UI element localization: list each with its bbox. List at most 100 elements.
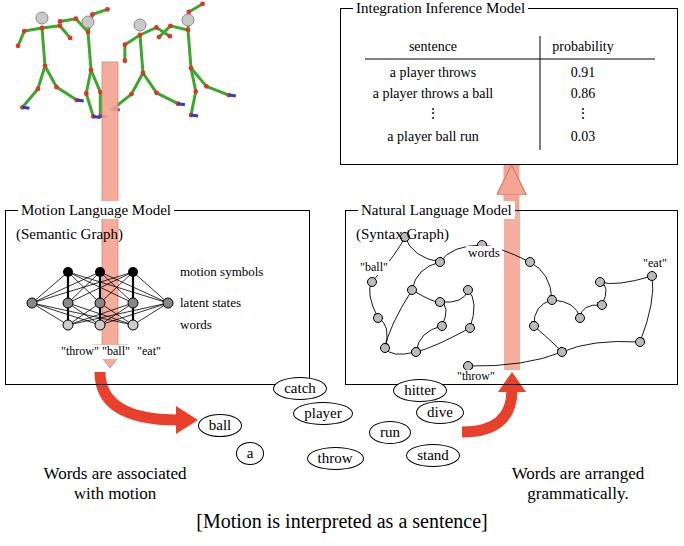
- syntax-node: [598, 301, 607, 310]
- word-text: hitter: [404, 382, 436, 399]
- graph-link: [133, 272, 168, 303]
- word-ellipse: stand: [406, 444, 460, 467]
- table-cell: sentence: [409, 39, 457, 55]
- word-ellipse: throw: [307, 447, 364, 470]
- foot: [178, 104, 185, 105]
- graph-label: "eat": [135, 345, 163, 359]
- syntax-node: [576, 314, 585, 323]
- word-text: catch: [284, 380, 316, 397]
- word-text: player: [304, 405, 341, 422]
- syntax-link: [416, 328, 470, 352]
- joint: [89, 68, 94, 73]
- syntax-node: [374, 314, 383, 323]
- syntax-node: [466, 324, 475, 333]
- limb: [91, 70, 100, 92]
- graph-label: words: [178, 318, 214, 333]
- limb: [143, 73, 157, 93]
- limb: [123, 45, 126, 61]
- joint: [154, 90, 159, 95]
- graph-link: [68, 272, 100, 303]
- syntax-link: [530, 262, 552, 300]
- foot: [191, 115, 198, 116]
- word-ellipse: player: [293, 402, 352, 425]
- joint: [57, 23, 62, 28]
- joint: [193, 89, 198, 94]
- syntax-node: [408, 286, 417, 295]
- word-text: stand: [417, 447, 449, 464]
- latent-state: [163, 298, 173, 308]
- latent-state: [95, 298, 105, 308]
- head: [134, 19, 146, 31]
- joint: [189, 66, 194, 71]
- box-heading: Natural Language Model: [358, 201, 515, 219]
- limb: [57, 87, 77, 100]
- word-ellipse: hitter: [393, 379, 447, 402]
- foot: [77, 100, 84, 101]
- latent-state: [63, 298, 73, 308]
- stick-figure: [110, 19, 185, 111]
- limb: [140, 35, 143, 73]
- graph-label: "eat": [641, 257, 669, 271]
- syntax-link: [372, 237, 405, 282]
- graph-link: [32, 272, 68, 303]
- limb: [157, 93, 178, 104]
- joint: [157, 35, 162, 40]
- limb: [42, 26, 60, 28]
- syntax-node: [381, 344, 390, 353]
- syntax-node: [648, 272, 657, 281]
- table-cell: a player ball run: [387, 129, 478, 145]
- motion-symbol: [95, 267, 105, 277]
- limb: [88, 32, 91, 70]
- syntax-node: [436, 298, 445, 307]
- explanation-note: Words are arranged grammatically.: [478, 464, 678, 503]
- curved-arrow: [100, 372, 178, 420]
- joint: [154, 25, 159, 30]
- limb: [45, 66, 57, 87]
- graph-label: "ball": [100, 345, 132, 359]
- joint: [68, 36, 73, 41]
- limb: [206, 86, 228, 95]
- syntax-node: [636, 338, 645, 347]
- graph-link: [133, 303, 168, 325]
- syntax-node: [438, 322, 447, 331]
- graph-label: latent states: [178, 296, 243, 311]
- joint: [86, 30, 91, 35]
- syntax-link: [468, 352, 562, 366]
- limb: [191, 68, 206, 86]
- table-cell: 0.91: [571, 65, 596, 81]
- syntax-node: [464, 286, 473, 295]
- limb: [24, 28, 42, 31]
- graph-label: "ball": [358, 261, 390, 275]
- graph-label: motion symbols: [178, 265, 265, 280]
- graph-link: [100, 272, 133, 303]
- limb: [170, 26, 188, 30]
- table-cell: a player throws a ball: [373, 86, 494, 102]
- head: [36, 12, 48, 24]
- joint: [204, 84, 209, 89]
- foot: [229, 95, 236, 96]
- limb: [131, 73, 143, 94]
- joint: [43, 64, 48, 69]
- word-text: a: [247, 445, 254, 462]
- graph-link: [68, 303, 168, 325]
- syntax-node: [558, 348, 567, 357]
- latent-state: [27, 298, 37, 308]
- graph-link: [32, 272, 133, 303]
- stick-figure: [157, 2, 236, 118]
- arrow-head: [176, 406, 198, 434]
- joint: [200, 2, 205, 7]
- syntax-link: [468, 290, 474, 328]
- table-cell: 0.86: [571, 86, 596, 102]
- table-cell: probability: [552, 39, 613, 55]
- head: [82, 16, 94, 28]
- joint: [40, 26, 45, 31]
- syntax-link: [640, 276, 653, 342]
- motion-symbol: [128, 267, 138, 277]
- word-text: ball: [209, 417, 232, 434]
- syntax-link: [534, 326, 562, 352]
- table-rule: [540, 36, 541, 150]
- syntax-node: [530, 322, 539, 331]
- graph-label: "throw": [59, 345, 101, 359]
- joint: [54, 85, 59, 90]
- limb: [42, 28, 45, 66]
